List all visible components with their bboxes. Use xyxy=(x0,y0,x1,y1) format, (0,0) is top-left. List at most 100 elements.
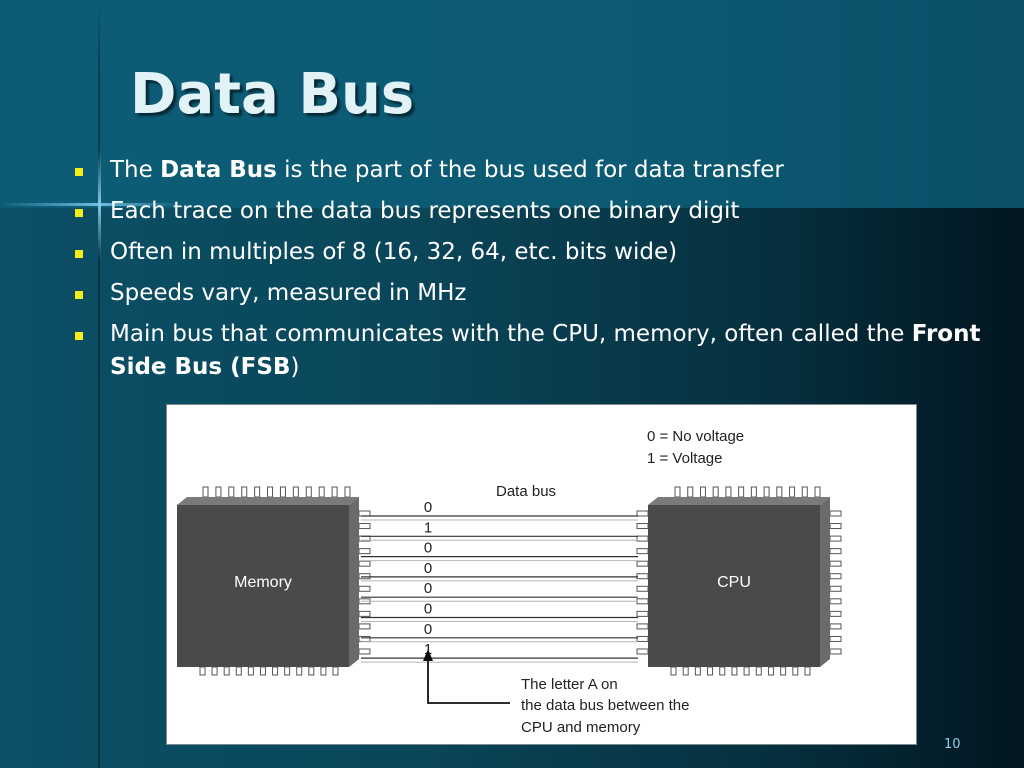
chip-pin xyxy=(272,666,279,676)
chip-pin xyxy=(241,486,248,498)
bullet-text: is the part of the bus used for data tra… xyxy=(276,157,784,183)
chip-pin xyxy=(636,585,649,592)
decorative-vertical-line xyxy=(98,0,100,768)
bullet-text: Speeds vary, measured in MHz xyxy=(110,280,467,306)
chip-pin xyxy=(636,510,649,517)
chip-pin xyxy=(804,666,811,676)
chip-pin xyxy=(358,648,371,655)
chip-pin xyxy=(358,523,371,530)
chip-pin xyxy=(682,666,689,676)
chip-pin xyxy=(829,510,842,517)
chip-pin xyxy=(829,548,842,555)
slide-title: Data Bus xyxy=(130,62,415,127)
chip-pin xyxy=(247,666,254,676)
chip-pin xyxy=(829,635,842,642)
chip-pin xyxy=(763,486,770,498)
background-top-band xyxy=(0,0,1024,208)
bullet-item: Each trace on the data bus represents on… xyxy=(72,195,1002,228)
data-bus-lines xyxy=(361,515,638,663)
chip-pin xyxy=(712,486,719,498)
bullet-list: The Data Bus is the part of the bus used… xyxy=(72,154,1002,392)
chip-pin xyxy=(358,510,371,517)
data-bus-bit-label: 0 xyxy=(424,540,432,557)
chip-pin xyxy=(743,666,750,676)
chip-pin xyxy=(694,666,701,676)
chip-pin xyxy=(719,666,726,676)
data-bus-bit-label: 0 xyxy=(424,601,432,618)
chip-pin xyxy=(636,635,649,642)
chip-pin xyxy=(725,486,732,498)
chip-pin xyxy=(674,486,681,498)
bullet-text: The xyxy=(110,157,161,183)
chip-pin xyxy=(636,573,649,580)
chip-pin xyxy=(284,666,291,676)
bullet-square-icon xyxy=(75,291,83,299)
chip-pin xyxy=(829,523,842,530)
memory-chip-side-edge xyxy=(349,497,359,667)
memory-chip-top-edge xyxy=(177,497,359,505)
chip-pin xyxy=(829,610,842,617)
chip-pin xyxy=(215,486,222,498)
chip-pin xyxy=(829,623,842,630)
arrow-up-icon xyxy=(423,649,433,661)
chip-pin xyxy=(318,486,325,498)
chip-pin xyxy=(707,666,714,676)
chip-pin xyxy=(199,666,206,676)
chip-pin xyxy=(292,486,299,498)
chip-pin xyxy=(636,535,649,542)
callout-arrow-line xyxy=(427,656,510,704)
chip-pin xyxy=(776,486,783,498)
data-bus-bit-label: 0 xyxy=(424,580,432,597)
cpu-label: CPU xyxy=(717,574,751,591)
chip-pin xyxy=(636,623,649,630)
chip-pin xyxy=(228,486,235,498)
bullet-square-icon xyxy=(75,250,83,258)
chip-pin xyxy=(829,585,842,592)
bullet-bold-term: Data Bus xyxy=(160,157,277,183)
chip-pin xyxy=(780,666,787,676)
cpu-chip-top-edge xyxy=(648,497,830,505)
chip-pin xyxy=(332,666,339,676)
decorative-horizontal-glow xyxy=(0,203,180,206)
bullet-item: The Data Bus is the part of the bus used… xyxy=(72,154,1002,187)
chip-pin xyxy=(636,610,649,617)
chip-pin xyxy=(223,666,230,676)
chip-pin xyxy=(202,486,209,498)
chip-pin xyxy=(829,648,842,655)
data-bus-diagram: Memory CPU 01000001 Data bus 0 = No volt… xyxy=(166,404,917,745)
chip-pin xyxy=(636,598,649,605)
bullet-square-icon xyxy=(75,332,83,340)
chip-pin xyxy=(358,560,371,567)
chip-pin xyxy=(670,666,677,676)
chip-pin xyxy=(267,486,274,498)
chip-pin xyxy=(801,486,808,498)
bullet-square-icon xyxy=(75,209,83,217)
chip-pin xyxy=(254,486,261,498)
chip-pin xyxy=(358,623,371,630)
bullet-text: Often in multiples of 8 (16, 32, 64, etc… xyxy=(110,239,678,265)
chip-pin xyxy=(235,666,242,676)
chip-pin xyxy=(358,585,371,592)
cpu-chip-side-edge xyxy=(820,497,830,667)
chip-pin xyxy=(296,666,303,676)
bullet-text: Main bus that communicates with the CPU,… xyxy=(110,321,912,347)
data-bus-bit-labels: 01000001 xyxy=(424,499,432,658)
chip-pin xyxy=(308,666,315,676)
data-bus-bit-label: 1 xyxy=(424,519,432,536)
page-number: 10 xyxy=(944,737,961,752)
bullet-text: Each trace on the data bus represents on… xyxy=(110,198,740,224)
legend-voltage: 1 = Voltage xyxy=(647,450,722,467)
chip-pin xyxy=(636,560,649,567)
bullet-bold-term: Front Side Bus (FSB xyxy=(110,321,981,380)
chip-pin xyxy=(750,486,757,498)
chip-pin xyxy=(344,486,351,498)
data-bus-bit-label: 0 xyxy=(424,560,432,577)
cpu-chip xyxy=(648,505,820,667)
chip-pin xyxy=(259,666,266,676)
chip-pin xyxy=(358,573,371,580)
chip-pin xyxy=(305,486,312,498)
bullet-square-icon xyxy=(75,168,83,176)
chip-pin xyxy=(789,486,796,498)
chip-pin xyxy=(738,486,745,498)
chip-pin xyxy=(636,523,649,530)
